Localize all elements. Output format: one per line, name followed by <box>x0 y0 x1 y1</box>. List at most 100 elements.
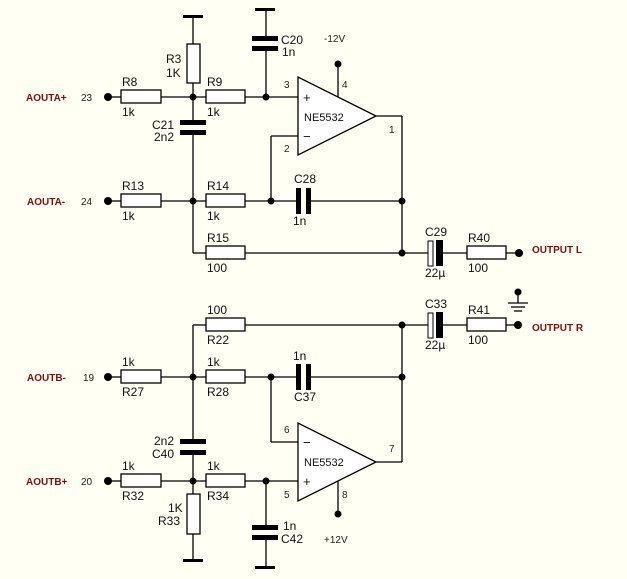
capacitor-c28-plate[interactable] <box>296 188 301 214</box>
net-label-aoutb-minus: AOUTB- <box>27 373 66 384</box>
junction <box>189 477 197 485</box>
connector-pin-24: 24 <box>81 197 93 208</box>
c28-ref: C28 <box>294 172 316 186</box>
capacitor-c40-plate[interactable] <box>180 439 206 444</box>
resistor-r33[interactable] <box>186 493 201 535</box>
r41-ref: R41 <box>468 303 490 317</box>
r8-value: 1k <box>122 105 136 119</box>
c37-value: 1n <box>293 349 306 363</box>
capacitor-c28-plate[interactable] <box>306 188 311 214</box>
resistor-r15[interactable] <box>205 245 246 260</box>
connector-pin-20: 20 <box>81 477 93 488</box>
r32-value: 1k <box>122 459 136 473</box>
ground-bar-icon <box>183 559 203 562</box>
capacitor-c37-plate[interactable] <box>306 364 311 390</box>
junction <box>398 373 406 381</box>
resistor-r13[interactable] <box>120 193 162 208</box>
capacitor-c33-plate[interactable] <box>436 312 443 338</box>
resistor-r32[interactable] <box>120 473 162 488</box>
c40-gap <box>185 444 201 450</box>
opamp-a-pin-plus: 3 <box>284 80 290 91</box>
resistor-r22[interactable] <box>205 317 246 332</box>
c42-ref: C42 <box>281 532 303 546</box>
capacitor-c21-plate[interactable] <box>180 120 206 125</box>
terminal-aouta-plus[interactable] <box>104 93 112 101</box>
c28-value: 1n <box>293 214 306 228</box>
terminal-aoutb-plus[interactable] <box>104 477 112 485</box>
terminal-output-r[interactable] <box>514 321 522 329</box>
supply-pos-label: +12V <box>324 535 348 546</box>
resistor-r3[interactable] <box>186 43 201 84</box>
resistor-r14[interactable] <box>205 193 246 208</box>
resistor-r41[interactable] <box>466 317 507 332</box>
junction <box>267 373 275 381</box>
capacitor-c29-plate-positive[interactable] <box>427 240 434 267</box>
opamp-b-plus-sign: + <box>303 474 311 489</box>
r13-value: 1k <box>122 209 136 223</box>
r33-ref: R33 <box>158 514 180 528</box>
ground-bar-icon <box>255 566 275 569</box>
c33-ref: C33 <box>425 297 447 311</box>
resistor-r34[interactable] <box>205 473 246 488</box>
r9-value: 1k <box>207 105 221 119</box>
r34-value: 1k <box>207 459 221 473</box>
opamp-a[interactable] <box>297 75 378 157</box>
capacitor-c20-plate[interactable] <box>252 46 278 51</box>
c33-value: 22µ <box>425 338 445 352</box>
capacitor-c37-plate[interactable] <box>296 364 301 390</box>
resistor-r27[interactable] <box>120 369 162 384</box>
c21-ref: C21 <box>152 118 174 132</box>
wires-row-output-r <box>192 324 518 560</box>
supply-terminal-pos[interactable] <box>334 510 342 518</box>
resistor-r28[interactable] <box>205 369 246 384</box>
opamp-b-pin-out: 7 <box>389 444 395 455</box>
capacitor-c42-plate[interactable] <box>252 525 278 530</box>
net-label-aouta-minus: AOUTA- <box>27 197 65 208</box>
c40-value: 2n2 <box>154 434 174 448</box>
r15-ref: R15 <box>207 231 229 245</box>
r13-ref: R13 <box>122 179 144 193</box>
opamp-a-pin-minus: 2 <box>284 144 290 155</box>
net-label-aouta-plus: AOUTA+ <box>26 93 67 104</box>
terminal-aoutb-minus[interactable] <box>104 373 112 381</box>
c21-value: 2n2 <box>154 130 174 144</box>
net-label-aoutb-plus: AOUTB+ <box>26 477 68 488</box>
opamp-a-minus-sign: − <box>303 129 311 144</box>
capacitor-c29-plate[interactable] <box>436 240 443 266</box>
c42-value: 1n <box>283 519 296 533</box>
r8-ref: R8 <box>122 75 138 89</box>
connector-pin-23: 23 <box>81 93 93 104</box>
r40-value: 100 <box>468 261 488 275</box>
r22-value: 100 <box>207 303 227 317</box>
capacitor-c42-plate[interactable] <box>252 535 278 540</box>
r14-ref: R14 <box>207 179 229 193</box>
opamp-b[interactable] <box>297 421 378 503</box>
terminal-aouta-minus[interactable] <box>104 197 112 205</box>
junction <box>189 197 197 205</box>
capacitor-c40-plate[interactable] <box>180 450 206 455</box>
opamp-b-pin-supply: 8 <box>342 490 348 501</box>
opamp-b-minus-sign: − <box>303 435 311 450</box>
supply-neg-label: -12V <box>324 34 345 45</box>
net-label-output-l: OUTPUT L <box>532 245 582 256</box>
resistor-r9[interactable] <box>205 89 246 104</box>
c29-ref: C29 <box>425 225 447 239</box>
resistor-r8[interactable] <box>120 89 162 104</box>
r28-ref: R28 <box>207 385 229 399</box>
supply-terminal-neg[interactable] <box>334 60 342 68</box>
r15-value: 100 <box>207 261 227 275</box>
capacitor-c33-plate-positive[interactable] <box>427 312 434 339</box>
capacitor-c21-plate[interactable] <box>180 130 206 135</box>
r32-ref: R32 <box>122 489 144 503</box>
resistor-r40[interactable] <box>466 245 507 260</box>
capacitor-c20-plate[interactable] <box>252 36 278 41</box>
r40-ref: R40 <box>468 231 490 245</box>
wires-opamp-a-feedback <box>270 115 403 253</box>
r28-value: 1k <box>207 355 221 369</box>
r27-ref: R27 <box>122 385 144 399</box>
r3-ref: R3 <box>166 52 182 66</box>
r34-ref: R34 <box>207 489 229 503</box>
ground-bar-icon <box>255 8 275 11</box>
terminal-output-l[interactable] <box>515 249 523 257</box>
